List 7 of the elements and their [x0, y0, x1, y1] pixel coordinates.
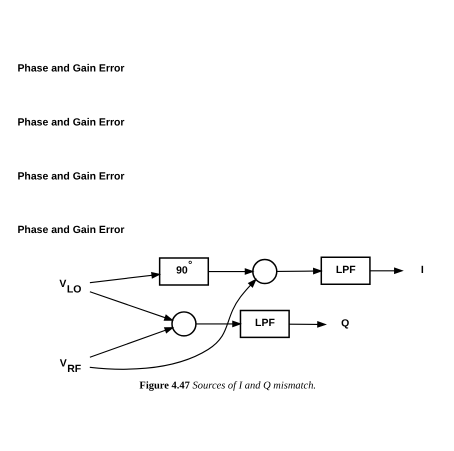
label: Phase and Gain Error: [17, 117, 125, 128]
label: Phase and Gain Error: [17, 225, 125, 236]
label: Phase and Gain Error: [17, 63, 125, 74]
node-text: Q: [341, 318, 350, 330]
node-text: I: [420, 264, 424, 276]
caption: Figure 4.47 Sources of I and Q mismatch.: [139, 380, 316, 392]
label: Phase and Gain Error: [17, 171, 125, 182]
